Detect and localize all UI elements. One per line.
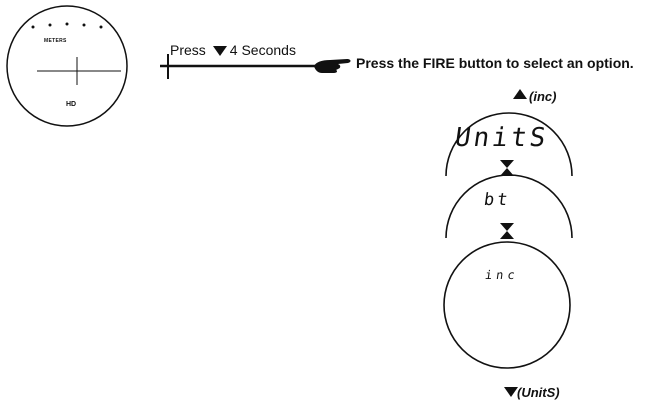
pointing-hand-icon xyxy=(314,59,351,73)
units-label: (UnitS) xyxy=(517,385,560,400)
viewfinder-circle xyxy=(6,5,128,127)
meters-label: METERS xyxy=(44,38,67,44)
display-arc-bt xyxy=(445,174,573,239)
press-instruction: Press 4 Seconds xyxy=(170,42,296,58)
display-text-units: UnitS xyxy=(452,123,551,153)
display-circle-inc xyxy=(443,241,571,369)
display-arc-units xyxy=(445,112,573,177)
press-label: Press xyxy=(170,42,206,58)
hd-label: HD xyxy=(66,101,77,108)
up-arrow-icon xyxy=(513,89,527,99)
fire-instruction: Press the FIRE button to select an optio… xyxy=(356,55,634,71)
display-text-bt: bt xyxy=(482,190,512,210)
toggle-arrows-icon-2 xyxy=(500,223,514,239)
press-down-arrow-icon xyxy=(213,46,227,56)
toggle-arrows-icon xyxy=(500,160,514,176)
press-duration: 4 Seconds xyxy=(229,42,296,58)
display-text-inc: inc xyxy=(484,268,520,282)
viewfinder-dots xyxy=(31,22,103,29)
inc-label: (inc) xyxy=(529,89,557,104)
down-arrow-icon xyxy=(504,387,518,397)
